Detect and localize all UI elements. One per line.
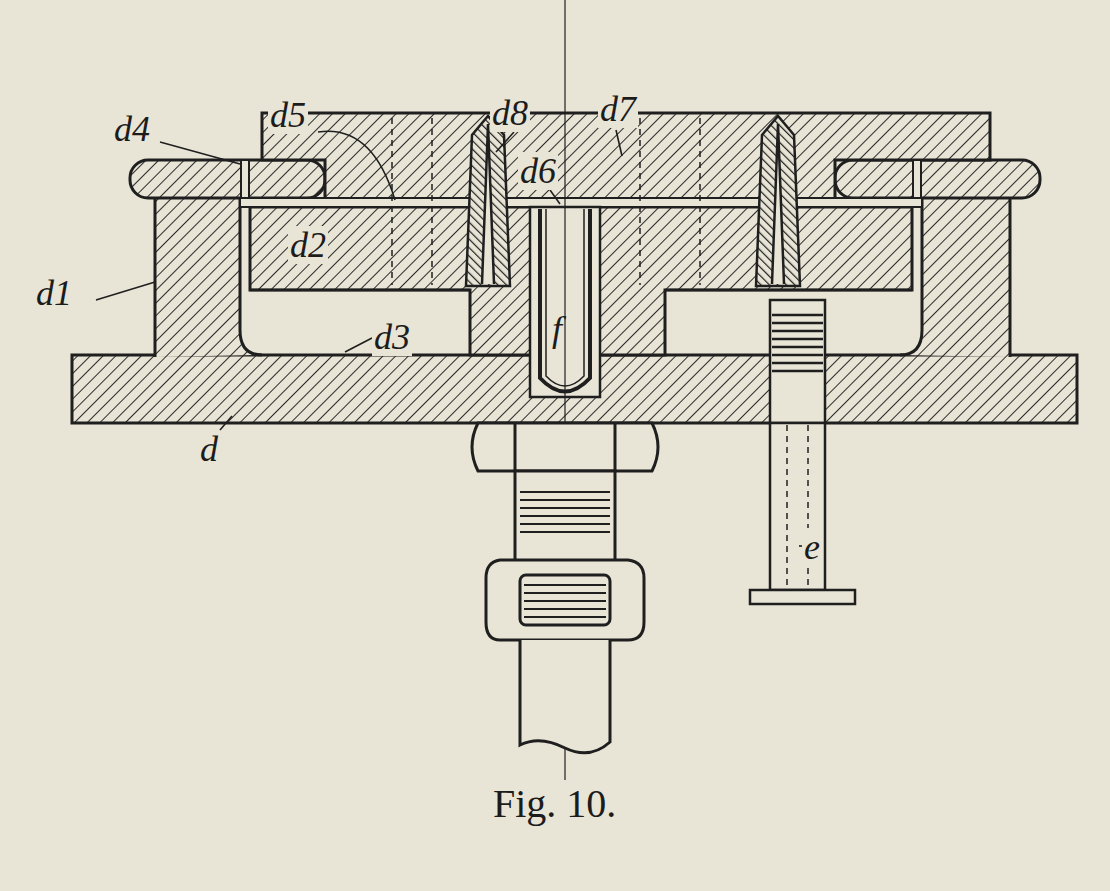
part-label: d8 [490, 94, 530, 132]
part-label: d6 [518, 152, 558, 190]
part-label: d4 [112, 110, 152, 148]
part-label: d2 [288, 226, 328, 264]
part-label: d5 [268, 96, 308, 134]
part-label: d [198, 430, 220, 468]
coupling [486, 560, 644, 640]
nut [472, 423, 658, 471]
hidden-lines [392, 118, 700, 285]
section-parts [72, 113, 1077, 423]
part-label: e [802, 528, 822, 566]
threads [520, 492, 610, 532]
pipe [520, 640, 610, 753]
part-label: d3 [372, 318, 412, 356]
part-label: d1 [34, 274, 74, 312]
leader-lines [96, 130, 812, 546]
channels [240, 160, 922, 207]
nozzles [466, 116, 800, 286]
part-label: d7 [598, 90, 638, 128]
figure-caption: Fig. 10. [493, 782, 616, 826]
part-label: f [550, 310, 564, 348]
stem [515, 471, 615, 561]
screw [750, 300, 855, 604]
